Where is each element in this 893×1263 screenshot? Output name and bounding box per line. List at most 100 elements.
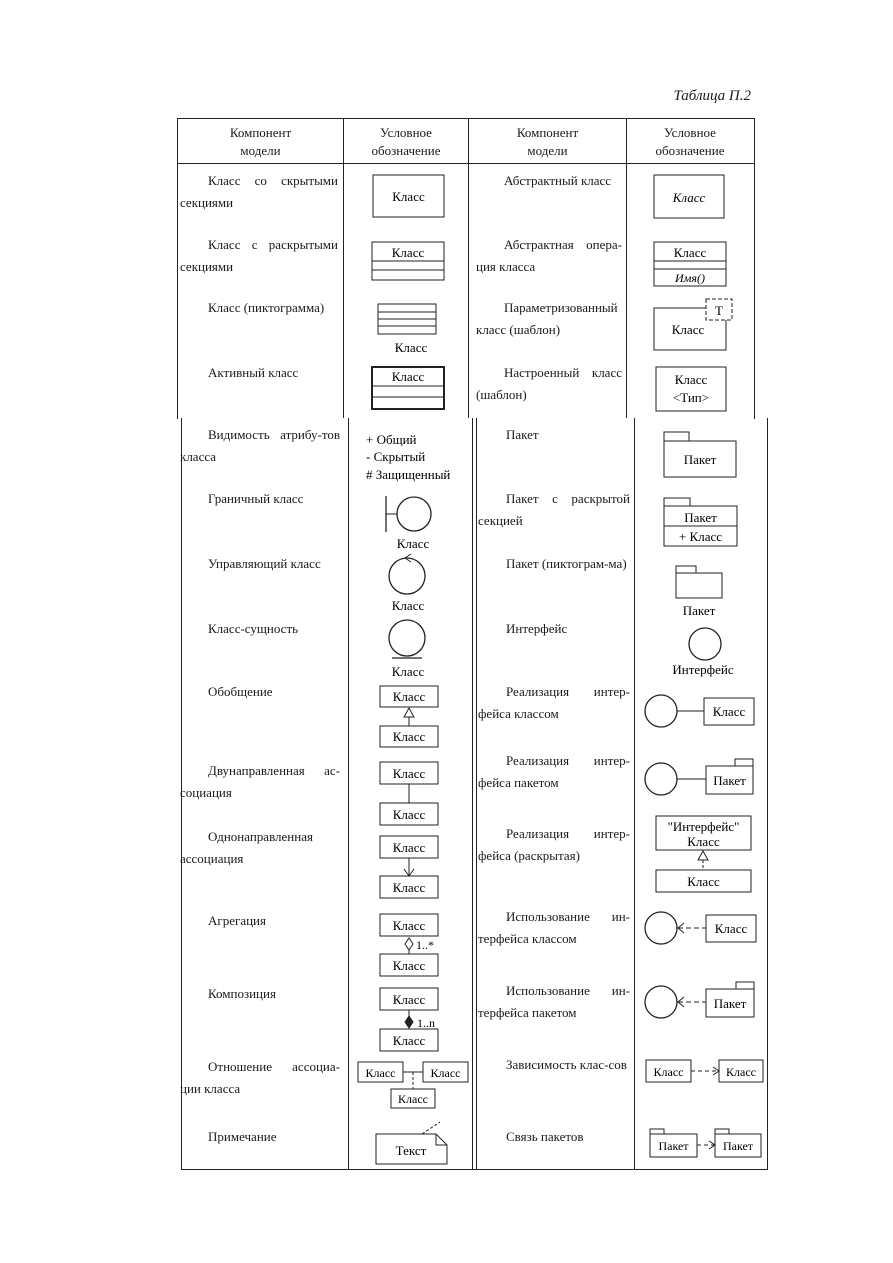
row-name: Агрегация [208, 913, 266, 928]
header-component-line2: модели [240, 143, 281, 158]
row-name: Отношение ассоциа-ции класса [180, 1059, 340, 1096]
row-name: Пакет с раскрытой секцией [478, 491, 630, 528]
parameterized-class-symbol: T Класс [653, 298, 733, 351]
package-label: Пакет [713, 773, 746, 788]
package-label: Пакет [684, 510, 717, 525]
class-pictogram-symbol: Класс [377, 303, 437, 355]
header-component-right: Компонент модели [469, 124, 626, 160]
class-label: Класс [687, 834, 720, 849]
private-label: - Скрытый [366, 449, 425, 464]
class-label: + Класс [679, 529, 722, 544]
unidirectional-association-symbol: Класс Класс [379, 835, 439, 899]
class-label: Класс [398, 1092, 428, 1106]
interface-stereotype-label: "Интерфейс" [668, 819, 740, 834]
row-name: Пакет [506, 427, 539, 442]
header-component-left: Компонент модели [178, 124, 343, 160]
protected-label: # Защищенный [366, 467, 450, 482]
multiplicity-label: 1..* [416, 938, 434, 952]
row-name: Интерфейс [506, 621, 568, 636]
package-label: Пакет [723, 1139, 754, 1153]
class-label: Класс [393, 807, 426, 822]
column-divider [348, 418, 349, 1169]
row-name: Активный класс [208, 365, 299, 380]
row-name: Класс (пиктограмма) [208, 300, 325, 315]
header-notation-line1: Условное [664, 125, 716, 140]
header-component-line2: модели [527, 143, 568, 158]
header-notation-line1: Условное [380, 125, 432, 140]
interface-symbol: Интерфейс [672, 627, 734, 677]
association-class-symbol: Класс Класс Класс [357, 1061, 469, 1109]
abstract-class-symbol: Класс [653, 174, 725, 219]
class-label: Класс [654, 1065, 684, 1079]
header-notation-line2: обозначение [371, 143, 441, 158]
package-expanded-symbol: Пакет + Класс [663, 497, 738, 547]
column-divider [476, 418, 477, 1169]
class-label: Класс [687, 874, 720, 889]
header-notation-right: Условное обозначение [627, 124, 753, 160]
class-label: Класс [393, 1033, 426, 1048]
interface-usage-package-symbol: Пакет [644, 981, 755, 1019]
row-name: Абстрактный класс [504, 173, 612, 188]
row-name: Пакет (пиктограм-ма) [506, 556, 627, 571]
column-divider [634, 418, 635, 1169]
row-name: Граничный класс [208, 491, 304, 506]
row-name: Управляющий класс [208, 556, 321, 571]
package-relation-symbol: Пакет Пакет [649, 1128, 762, 1158]
row-name: Реализация интер-фейса (раскрытая) [478, 826, 630, 863]
control-class-symbol: Класс [388, 553, 426, 613]
row-name: Двунаправленная ас-социация [180, 763, 340, 800]
package-label: Пакет [684, 452, 717, 467]
class-dependency-symbol: Класс Класс [645, 1059, 764, 1083]
operation-label: Имя() [674, 271, 705, 285]
package-label: Пакет [714, 996, 747, 1011]
class-label: Класс [393, 958, 426, 973]
class-label: Класс [715, 921, 748, 936]
class-label: Класс [393, 918, 426, 933]
column-divider [626, 118, 627, 418]
public-label: + Общий [366, 432, 417, 447]
class-label: Класс [366, 1066, 396, 1080]
bound-class-symbol: Класс <Тип> [655, 366, 727, 412]
table-frame-bottom [181, 418, 768, 1170]
active-class-symbol: Класс [371, 366, 445, 410]
package-label: Пакет [658, 1139, 689, 1153]
class-expanded-sections-symbol: Класс [371, 241, 445, 281]
class-label: Класс [713, 704, 746, 719]
class-label: Класс [675, 372, 708, 387]
interface-realization-package-symbol: Пакет [644, 758, 754, 796]
class-label: Класс [393, 689, 426, 704]
multiplicity-label: 1..n [417, 1016, 435, 1030]
class-label: Класс [392, 664, 425, 679]
composition-symbol: Класс 1..n Класс [379, 987, 439, 1052]
column-divider [343, 118, 344, 418]
header-divider [177, 163, 754, 164]
class-label: Класс [393, 992, 426, 1007]
entity-class-symbol: Класс [388, 619, 426, 679]
row-name: Параметризованный класс (шаблон) [476, 300, 618, 337]
interface-realization-expanded-symbol: "Интерфейс" Класс Класс [655, 815, 752, 893]
class-label: Класс [431, 1066, 461, 1080]
row-name: Композиция [208, 986, 276, 1001]
bidirectional-association-symbol: Класс Класс [379, 761, 439, 826]
row-name: Использование ин-терфейса классом [478, 909, 630, 946]
boundary-class-symbol: Класс [385, 496, 432, 551]
row-name: Класс со скрытыми секциями [180, 173, 338, 210]
row-name: Однонаправленная ассоциация [180, 829, 313, 866]
column-divider [468, 118, 469, 418]
interface-realization-class-symbol: Класс [644, 694, 755, 728]
note-label: Текст [396, 1143, 427, 1158]
header-component-line1: Компонент [516, 125, 579, 140]
row-name: Использование ин-терфейса пакетом [478, 983, 630, 1020]
class-label: Класс [392, 189, 425, 204]
row-name: Обобщение [208, 684, 273, 699]
class-label: Класс [393, 729, 426, 744]
class-label: Класс [392, 245, 425, 260]
row-name: Видимость атрибу-тов класса [180, 427, 340, 464]
class-label: Класс [397, 536, 430, 551]
table-caption: Таблица П.2 [673, 88, 751, 104]
class-label: Класс [393, 766, 426, 781]
aggregation-symbol: Класс 1..* Класс [379, 913, 439, 977]
package-symbol: Пакет [663, 431, 737, 478]
row-name: Связь пакетов [506, 1129, 584, 1144]
header-component-line1: Компонент [229, 125, 292, 140]
